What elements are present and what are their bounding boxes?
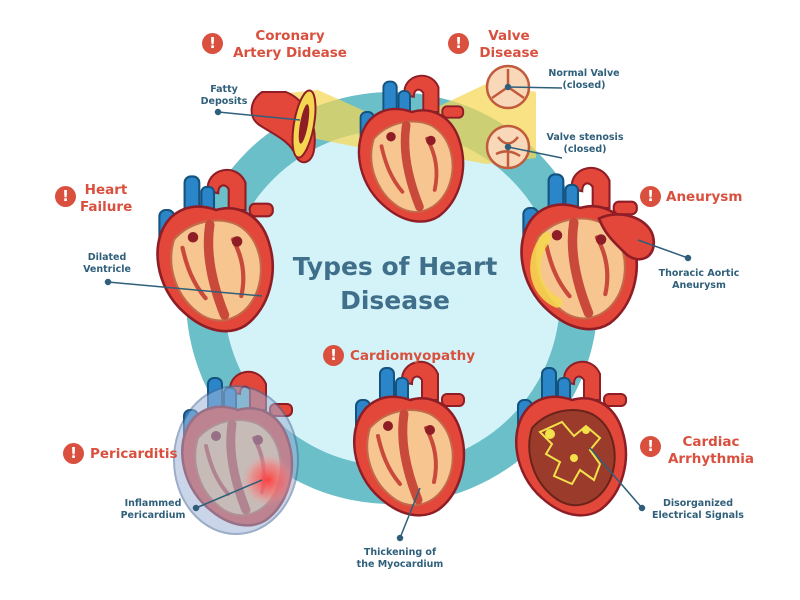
label-cardiomyopathy: Cardiomyopathy bbox=[350, 348, 476, 364]
title-line-1: Types of Heart bbox=[292, 252, 498, 281]
note-dilated-ventricle: Dilated Ventricle bbox=[83, 252, 131, 275]
warning-icon-valve: ! bbox=[448, 33, 469, 54]
note-thickening-myocardium: Thickening of the Myocardium bbox=[356, 547, 444, 570]
artery-cross-section bbox=[250, 89, 317, 164]
title-line-2: Disease bbox=[340, 285, 450, 315]
label-valve-disease: Valve Disease bbox=[479, 28, 539, 61]
note-fatty-deposits: Fatty Deposits bbox=[200, 84, 248, 107]
warning-icon-arrhythmia: ! bbox=[640, 436, 661, 457]
warning-icon-heart-failure: ! bbox=[55, 186, 76, 207]
note-disorganized-signals: Disorganized Electrical Signals bbox=[652, 498, 744, 521]
heart-aneurysm bbox=[522, 168, 655, 329]
label-heart-failure: Heart Failure bbox=[80, 182, 133, 215]
warning-icon-aneurysm: ! bbox=[640, 186, 661, 207]
warning-icon-coronary: ! bbox=[202, 33, 223, 54]
warning-icon-pericarditis: ! bbox=[63, 443, 84, 464]
label-pericarditis: Pericarditis bbox=[90, 446, 178, 462]
heart-arrhythmia bbox=[516, 362, 626, 516]
label-coronary-artery-disease: Coronary Artery Didease bbox=[233, 28, 347, 61]
leader-lines bbox=[104, 83, 692, 542]
label-cardiac-arrhythmia: Cardiac Arrhythmia bbox=[667, 434, 755, 467]
note-inflamed-pericardium: Inflammed Pericardium bbox=[120, 498, 186, 521]
heart-pericarditis bbox=[173, 372, 299, 535]
label-aneurysm: Aneurysm bbox=[666, 189, 743, 205]
note-valve-stenosis: Valve stenosis (closed) bbox=[546, 132, 624, 155]
warning-icon-cardiomyopathy: ! bbox=[323, 345, 344, 366]
note-thoracic-aortic-aneurysm: Thoracic Aortic Aneurysm bbox=[658, 268, 740, 291]
ring-inner bbox=[224, 130, 560, 466]
note-normal-valve: Normal Valve (closed) bbox=[548, 68, 620, 91]
diagram-title: Types of Heart Disease bbox=[270, 250, 520, 318]
